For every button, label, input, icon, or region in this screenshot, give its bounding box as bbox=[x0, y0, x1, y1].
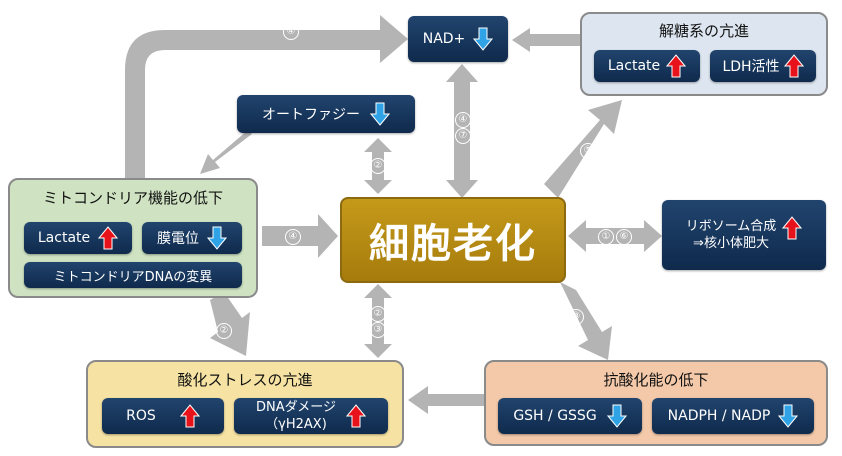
item-label: ROS bbox=[126, 408, 156, 424]
node-ribosome: リボソーム合成 ⇒核小体肥大 bbox=[662, 200, 826, 270]
arrow-autophagy-to-mito bbox=[200, 130, 252, 174]
trend-down-icon bbox=[778, 404, 799, 428]
trend-down-icon bbox=[207, 226, 227, 250]
oxidative-item-dna-damage: DNAダメージ （γH2AX) bbox=[234, 398, 388, 434]
step-label: ② bbox=[216, 323, 232, 339]
group-mito: ミトコンドリア機能の低下 Lactate 膜電位 ミトコンドリアDNAの変異 bbox=[8, 178, 258, 298]
step-label: ⑦ bbox=[455, 128, 471, 144]
node-nad-label: NAD+ bbox=[422, 31, 466, 47]
item-label: LDH活性 bbox=[722, 59, 780, 75]
arrow-center-ribosome bbox=[568, 220, 662, 252]
group-glycolysis: 解糖系の亢進 Lactate LDH活性 bbox=[580, 12, 828, 96]
group-oxidative-title: 酸化ストレスの亢進 bbox=[177, 371, 313, 389]
antioxidant-item-nadph: NADPH / NADP bbox=[652, 398, 814, 434]
glycolysis-item-lactate: Lactate bbox=[594, 50, 700, 82]
group-glycolysis-title: 解糖系の亢進 bbox=[658, 22, 749, 40]
trend-up-icon bbox=[783, 54, 804, 78]
item-label: NADPH / NADP bbox=[667, 408, 771, 424]
antioxidant-item-gsh: GSH / GSSG bbox=[498, 398, 642, 434]
group-antioxidant: 抗酸化能の低下 GSH / GSSG NADPH / NADP bbox=[484, 360, 828, 446]
node-ribosome-line2: ⇒核小体肥大 bbox=[693, 236, 769, 251]
group-mito-title: ミトコンドリア機能の低下 bbox=[42, 189, 223, 207]
item-label: ミトコンドリアDNAの変異 bbox=[53, 269, 213, 285]
step-label: ① bbox=[598, 229, 614, 245]
trend-up-icon bbox=[345, 404, 366, 428]
node-ribosome-line1: リボソーム合成 bbox=[685, 219, 777, 234]
oxidative-item-ros: ROS bbox=[102, 398, 224, 434]
step-label: ③ bbox=[568, 309, 584, 325]
node-ribosome-text: リボソーム合成 ⇒核小体肥大 bbox=[686, 218, 777, 252]
trend-up-icon bbox=[98, 226, 119, 250]
arrow-antioxidant-to-oxidative bbox=[408, 386, 484, 414]
trend-up-icon bbox=[782, 216, 803, 240]
item-label-block: DNAダメージ （γH2AX) bbox=[256, 399, 336, 433]
mito-item-membrane-potential: 膜電位 bbox=[142, 222, 242, 254]
step-label: ② bbox=[370, 158, 386, 174]
center-cellular-senescence: 細胞老化 bbox=[340, 197, 566, 283]
trend-down-icon bbox=[370, 102, 390, 126]
item-label-line1: DNAダメージ bbox=[256, 400, 336, 415]
item-label: GSH / GSSG bbox=[513, 408, 597, 424]
arrow-mito-to-oxidative bbox=[210, 292, 250, 356]
arrow-mito-to-nad-loop bbox=[125, 15, 408, 178]
node-autophagy-label: オートファジー bbox=[262, 107, 360, 123]
item-label-line2: （γH2AX) bbox=[265, 417, 327, 432]
mito-item-dna-mutation: ミトコンドリアDNAの変異 bbox=[24, 262, 242, 288]
group-antioxidant-title: 抗酸化能の低下 bbox=[603, 371, 709, 389]
node-nad: NAD+ bbox=[408, 16, 508, 62]
glycolysis-item-ldh: LDH活性 bbox=[710, 50, 816, 82]
step-label: ② bbox=[370, 306, 386, 322]
trend-up-icon bbox=[666, 54, 687, 78]
arrow-glycolysis-to-nad bbox=[512, 28, 580, 52]
trend-down-icon bbox=[473, 27, 494, 51]
trend-up-icon bbox=[179, 404, 200, 428]
step-label: ③ bbox=[370, 322, 386, 338]
center-title: 細胞老化 bbox=[369, 221, 537, 267]
step-label: ④ bbox=[455, 112, 471, 128]
mito-item-lactate: Lactate bbox=[24, 222, 132, 254]
item-label: Lactate bbox=[37, 230, 91, 246]
step-label: ④ bbox=[283, 24, 299, 40]
step-label: ④ bbox=[285, 229, 301, 245]
trend-down-icon bbox=[606, 404, 627, 428]
node-autophagy: オートファジー bbox=[237, 95, 415, 133]
group-oxidative-stress: 酸化ストレスの亢進 ROS DNAダメージ （γH2AX) bbox=[86, 360, 404, 448]
arrow-center-to-antioxidant bbox=[560, 282, 612, 360]
item-label: Lactate bbox=[607, 58, 661, 74]
step-label: ⑤ bbox=[580, 143, 596, 159]
step-label: ⑥ bbox=[616, 229, 632, 245]
item-label: 膜電位 bbox=[157, 231, 199, 247]
